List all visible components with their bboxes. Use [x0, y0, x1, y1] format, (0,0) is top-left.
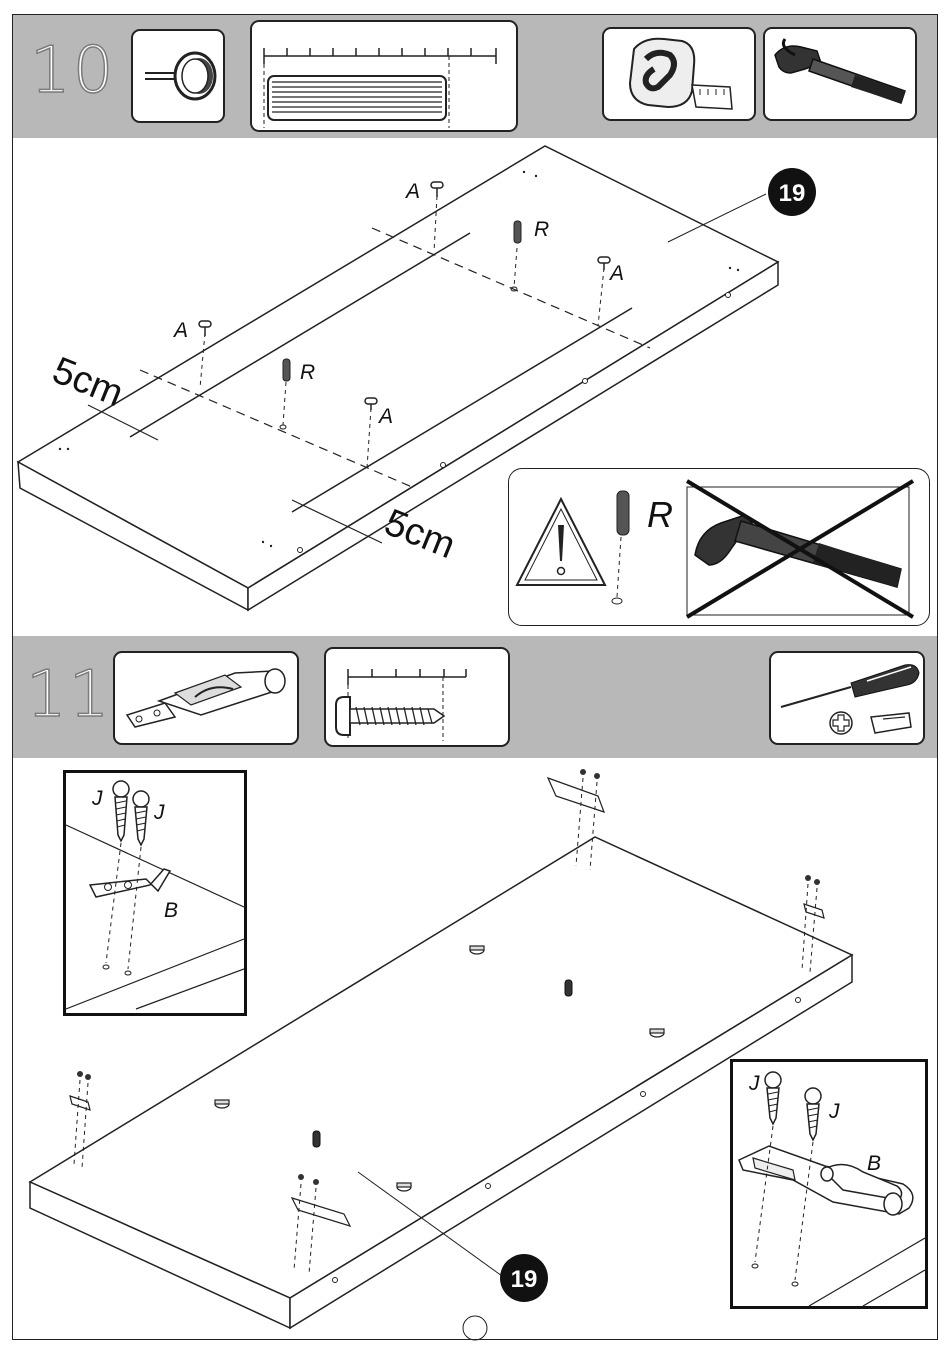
label-a-3: A — [172, 319, 188, 342]
detail-inset-latch: J J B — [730, 1059, 928, 1309]
label-j-4: J — [828, 1100, 840, 1123]
detail-inset-bracket: J J B — [63, 770, 247, 1016]
dimension-left: 5cm — [47, 349, 129, 415]
label-a-4: A — [377, 405, 393, 428]
label-j-3: J — [748, 1072, 760, 1095]
latch-hinge-icon — [113, 651, 299, 745]
label-b-1: B — [164, 899, 178, 922]
label-j-2: J — [153, 801, 165, 824]
screw-ruler-icon — [324, 647, 510, 747]
label-r-2: R — [300, 361, 315, 384]
warning-icon — [517, 499, 605, 585]
label-r-1: R — [534, 218, 549, 241]
label-a-1: A — [404, 180, 420, 203]
label-a-2: A — [608, 262, 624, 285]
label-b-2: B — [867, 1152, 881, 1175]
flat-head-icon — [871, 713, 911, 733]
phillips-head-icon — [830, 712, 852, 734]
part-number-19-step11: 19 — [511, 1266, 538, 1293]
label-j-1: J — [91, 787, 103, 810]
warning-part-label: R — [647, 494, 673, 535]
dimension-right: 5cm — [379, 501, 461, 567]
step-number-11: 11 — [26, 658, 111, 732]
part-number-19: 19 — [779, 180, 806, 207]
warning-box: R — [508, 468, 930, 626]
no-hammer-icon — [687, 481, 913, 617]
screwdriver-icon — [769, 651, 925, 745]
